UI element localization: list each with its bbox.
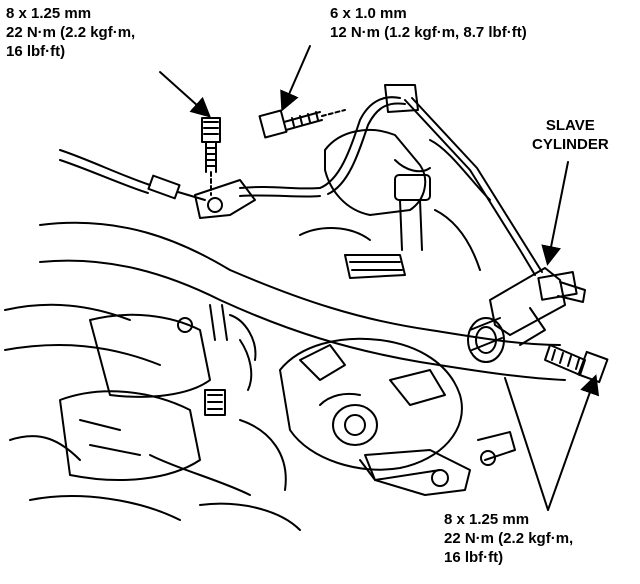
bolt-size-label: 6 x 1.0 mm: [330, 5, 407, 22]
callout-slave-cylinder: SLAVE CYLINDER: [532, 116, 609, 154]
torque-label: 22 N·m (2.2 kgf·m,: [6, 24, 136, 41]
torque-label-continued: 16 lbf·ft): [6, 43, 66, 60]
bolt-top-mid: [258, 109, 346, 139]
hose-bracket: [194, 179, 321, 219]
torque-label: 22 N·m (2.2 kgf·m,: [444, 530, 574, 547]
release-fork: [364, 431, 516, 496]
lower-engine-detail: [9, 304, 301, 531]
torque-label-continued: 16 lbf·ft): [444, 549, 504, 566]
clutch-hose: [59, 149, 206, 201]
callout-top-mid-bolt-spec: 6 x 1.0 mm 12 N·m (1.2 kgf·m, 8.7 lbf·ft…: [330, 4, 527, 42]
callout-top-left-bolt-spec: 8 x 1.25 mm 22 N·m (2.2 kgf·m, 16 lbf·ft…: [6, 4, 135, 61]
slave-cylinder: [467, 267, 586, 363]
bolt-size-label: 8 x 1.25 mm: [444, 511, 530, 528]
engine-block: [299, 129, 491, 279]
callout-bottom-bolt-spec: 8 x 1.25 mm 22 N·m (2.2 kgf·m, 16 lbf·ft…: [444, 510, 573, 567]
bolt-size-label: 8 x 1.25 mm: [6, 5, 92, 22]
transmission-housing: [279, 337, 463, 481]
bolt-top-left: [201, 117, 221, 196]
frame-member: [4, 221, 566, 381]
slave-label-line2: CYLINDER: [532, 136, 609, 153]
slave-label-line1: SLAVE: [545, 117, 595, 134]
bolt-slave: [544, 344, 609, 384]
leader-lines: [159, 45, 600, 511]
torque-label: 12 N·m (1.2 kgf·m, 8.7 lbf·ft): [330, 24, 527, 41]
clutch-pipe: [319, 84, 543, 276]
